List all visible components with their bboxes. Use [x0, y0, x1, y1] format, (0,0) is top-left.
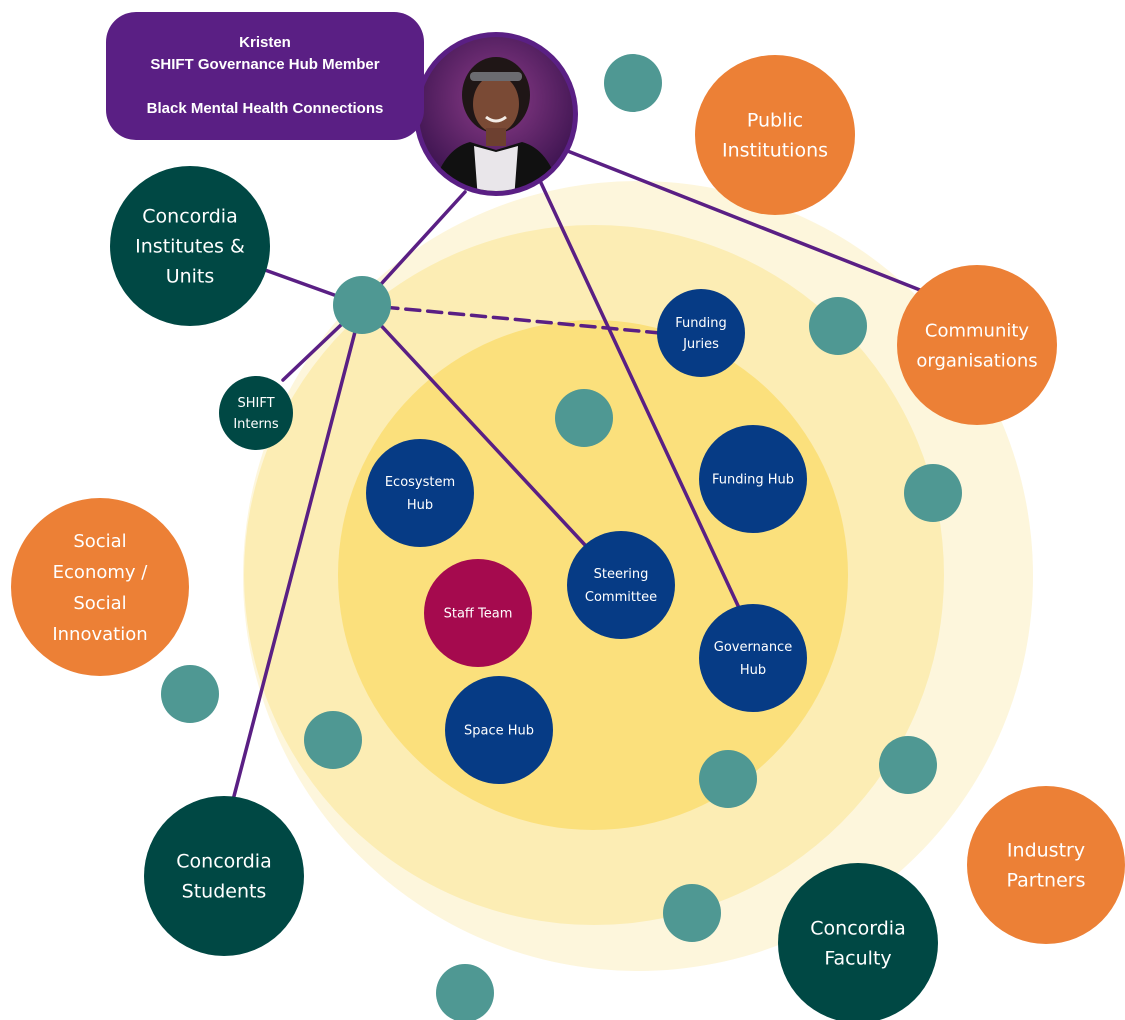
label-line: organisations: [916, 350, 1037, 371]
teal-hub-dot: [333, 276, 391, 334]
teal-dot: [904, 464, 962, 522]
label-line: Funding Hub: [712, 473, 794, 488]
label-line: Social: [73, 531, 126, 552]
node-staff-team: Staff Team: [424, 559, 532, 667]
node-shift-interns: SHIFT Interns: [219, 376, 293, 450]
teal-dot: [879, 736, 937, 794]
teal-dot: [604, 54, 662, 112]
profile-role: SHIFT Governance Hub Member: [150, 56, 380, 73]
label-line: Innovation: [52, 624, 147, 645]
profile-organization: Black Mental Health Connections: [146, 100, 384, 117]
funding-hub-label: Funding Hub: [712, 473, 794, 488]
teal-dots: [161, 54, 962, 1020]
label-line: Concordia: [142, 206, 237, 228]
label-line: Hub: [407, 498, 433, 513]
label-line: Institutes &: [135, 236, 245, 258]
connector-line: [360, 303, 587, 547]
label-line: SHIFT: [237, 396, 274, 411]
profile-name: Kristen: [239, 34, 291, 51]
label-line: Concordia: [810, 918, 905, 940]
shift-interns-label: SHIFT Interns: [233, 396, 279, 432]
dashed-connector-line: [360, 303, 662, 335]
staff-team-label: Staff Team: [444, 607, 513, 622]
profile-photo: [414, 32, 578, 196]
label-line: Social: [73, 593, 126, 614]
label-line: Faculty: [824, 948, 891, 970]
label-line: Steering: [594, 567, 649, 582]
teal-dot: [555, 389, 613, 447]
node-space-hub: Space Hub: [445, 676, 553, 784]
label-line: Governance: [714, 640, 792, 655]
label-line: Committee: [585, 590, 657, 605]
label-line: Community: [925, 320, 1030, 341]
connector-line: [231, 303, 364, 802]
label-line: Space Hub: [464, 724, 534, 739]
label-line: Concordia: [176, 851, 271, 873]
connections: [231, 148, 922, 802]
label-line: Funding: [675, 316, 727, 331]
label-line: Units: [166, 266, 215, 288]
label-line: Industry: [1007, 840, 1085, 862]
teal-dot: [699, 750, 757, 808]
teal-dot: [161, 665, 219, 723]
label-line: Interns: [233, 417, 279, 432]
label-line: Partners: [1007, 870, 1086, 892]
label-line: Public: [747, 110, 803, 132]
connector-line: [563, 148, 922, 292]
label-line: Institutions: [722, 140, 828, 162]
label-line: Hub: [740, 663, 766, 678]
node-community-organisations: Community organisations: [897, 265, 1057, 425]
label-line: Students: [182, 881, 267, 903]
community-organisations-label: Community organisations: [916, 320, 1037, 371]
teal-dot: [809, 297, 867, 355]
label-line: Ecosystem: [385, 475, 455, 490]
teal-dot: [304, 711, 362, 769]
label-line: Staff Team: [444, 607, 513, 622]
teal-dot: [436, 964, 494, 1020]
profile-card: Kristen SHIFT Governance Hub Member Blac…: [106, 12, 424, 140]
label-line: Economy /: [53, 562, 149, 583]
node-funding-hub: Funding Hub: [699, 425, 807, 533]
teal-dot: [663, 884, 721, 942]
space-hub-label: Space Hub: [464, 724, 534, 739]
label-line: Juries: [682, 337, 719, 352]
connector-line: [533, 168, 742, 612]
